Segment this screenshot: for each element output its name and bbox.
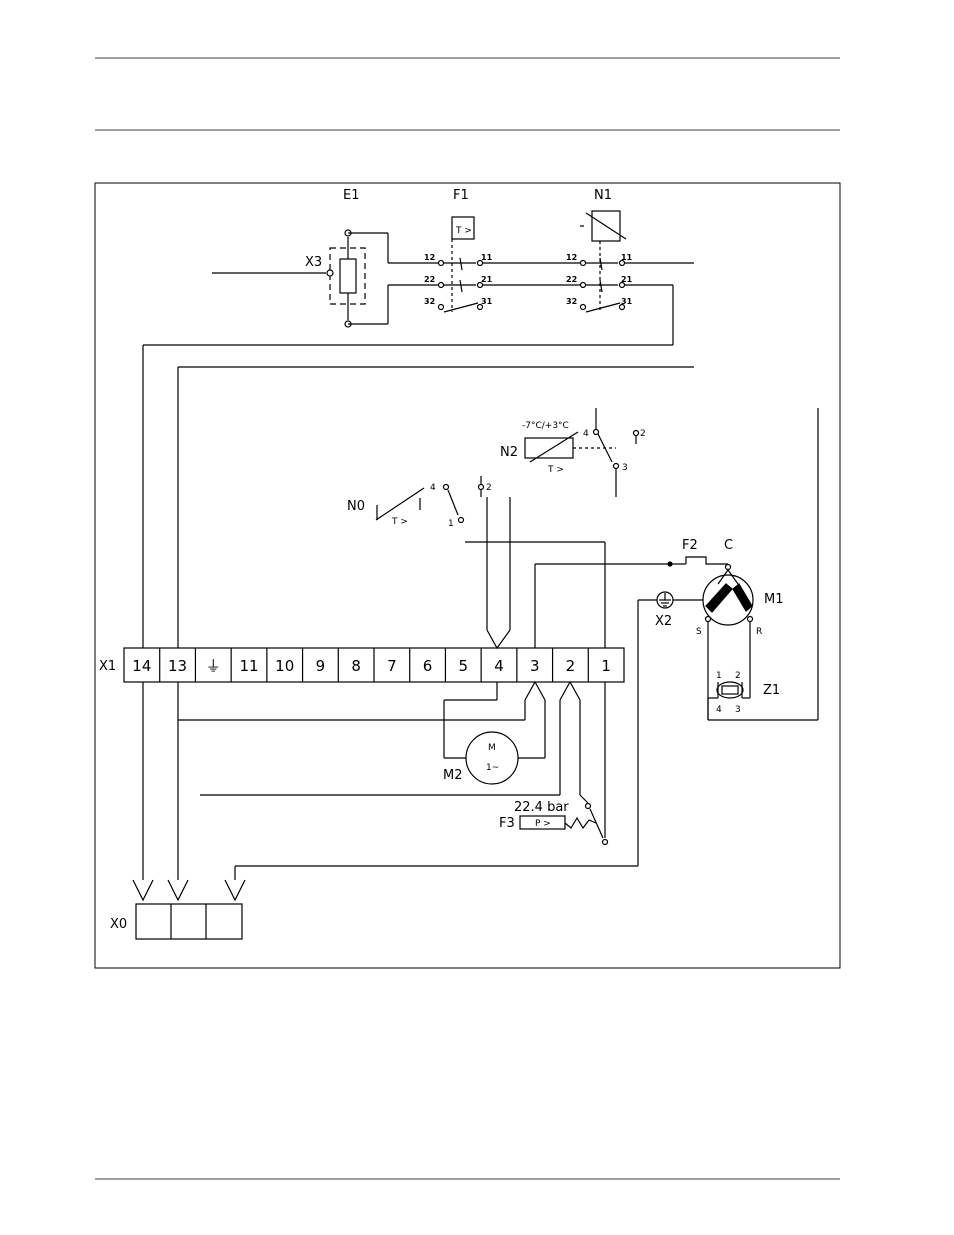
label-f3: F3 [499, 816, 515, 831]
x1-terminal-label: 8 [351, 657, 361, 675]
x1-terminal-label: 5 [459, 657, 469, 675]
lower-wiring [133, 682, 638, 900]
label-f1: F1 [453, 188, 469, 203]
z1-pin-2: 2 [735, 671, 741, 681]
f1-pin-12: 12 [424, 253, 435, 262]
n2-pin-4: 4 [583, 429, 589, 439]
x1-terminal-label: 14 [132, 657, 151, 675]
x1-terminal-label: ⏚ [206, 657, 221, 675]
n1-pin-11: 11 [621, 253, 633, 262]
m2-symbol-phase: 1~ [486, 763, 499, 773]
n1-pin-32: 32 [566, 297, 577, 306]
x1-terminal-label: 9 [316, 657, 326, 675]
label-m2: M2 [443, 768, 463, 783]
label-n2: N2 [500, 445, 518, 460]
n1-pin-31: 31 [621, 297, 633, 306]
label-r: R [756, 627, 762, 637]
label-m1: M1 [764, 592, 784, 607]
label-x0: X0 [110, 917, 127, 932]
thermostat-n1: N1 12 11 22 21 32 31 [483, 188, 694, 312]
label-e1: E1 [343, 188, 360, 203]
f1-pin-22: 22 [424, 275, 435, 284]
upper-wiring [143, 285, 818, 720]
f1-pin-21: 21 [481, 275, 493, 284]
x1-terminal-label: 10 [275, 657, 294, 675]
x1-terminal-label: 1 [601, 657, 611, 675]
n2-pin-2: 2 [640, 429, 646, 439]
x1-terminal-label: 2 [566, 657, 576, 675]
label-n0: N0 [347, 499, 365, 514]
label-x3: X3 [305, 255, 322, 270]
x1-terminal-label: 6 [423, 657, 433, 675]
x1-terminal-label: 3 [530, 657, 540, 675]
terminal-block-x0: X0 [110, 904, 242, 939]
label-n1: N1 [594, 188, 612, 203]
z1-pin-3: 3 [735, 705, 741, 715]
n2-range: -7°C/+3°C [522, 421, 569, 431]
z1-pin-4: 4 [716, 705, 722, 715]
f1-pin-31: 31 [481, 297, 493, 306]
n0-thermo-symbol: T > [391, 517, 408, 527]
x1-terminal-label: 7 [387, 657, 397, 675]
x1-terminal-label: 11 [239, 657, 258, 675]
mid-wiring [465, 542, 686, 648]
label-x1: X1 [99, 659, 116, 674]
n2-pin-3: 3 [622, 463, 628, 473]
label-f2: F2 [682, 538, 698, 553]
pressure-switch-f3: 22.4 bar F3 P > [499, 800, 608, 845]
label-z1: Z1 [763, 683, 780, 698]
label-s: S [696, 627, 702, 637]
n2-thermo-symbol: T > [547, 465, 564, 475]
n1-pin-12: 12 [566, 253, 577, 262]
thermostat-n2: N2 -7°C/+3°C T > 4 2 3 [500, 408, 646, 497]
thermostat-n0: N0 T > 4 2 1 [347, 476, 510, 648]
n1-pin-22: 22 [566, 275, 577, 284]
z1-pin-1: 1 [716, 671, 722, 681]
contactor-f1: F1 T > 12 11 22 21 32 31 [388, 188, 493, 312]
f1-thermo-symbol: T > [455, 226, 472, 236]
f1-pin-32: 32 [424, 297, 435, 306]
m2-symbol-m: M [488, 743, 496, 753]
label-x2: X2 [655, 614, 672, 629]
relay-z1: 1 2 4 3 Z1 [708, 671, 780, 720]
f1-pin-11: 11 [481, 253, 493, 262]
x1-terminal-label: 13 [168, 657, 187, 675]
n0-pin-1: 1 [448, 519, 454, 529]
f3-value: 22.4 bar [514, 800, 569, 815]
n0-pin-2: 2 [486, 483, 492, 493]
terminal-strip-x1: X1 14 13 ⏚ 11 10 9 8 7 6 5 4 3 2 1 [99, 648, 624, 682]
x1-terminal-label: 4 [494, 657, 504, 675]
heater-e1: E1 X3 [212, 188, 388, 327]
label-c: C [724, 538, 733, 553]
compressor-m1: F2 C M1 S R X2 [638, 538, 784, 866]
n0-pin-4: 4 [430, 483, 436, 493]
f3-symbol: P > [535, 819, 551, 829]
n1-pin-21: 21 [621, 275, 633, 284]
